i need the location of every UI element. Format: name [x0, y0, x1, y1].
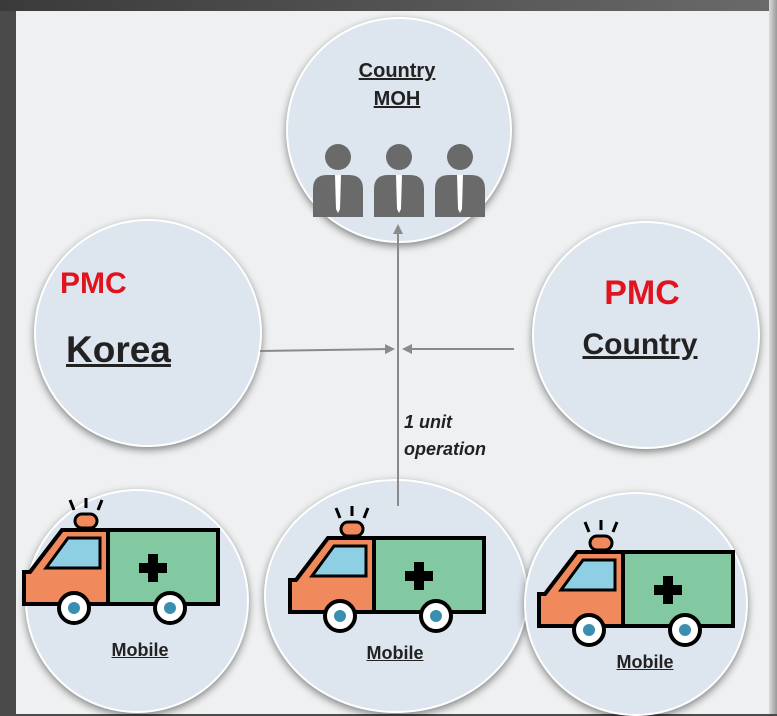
pmc-country-name-label: Country: [582, 328, 698, 361]
person-icon: [374, 144, 424, 217]
mobile-unit-label-3: Mobile: [616, 652, 674, 672]
pmc-country-node: [532, 221, 760, 449]
pmc-korea-org-label: PMC: [60, 267, 127, 300]
moh-label-line1: Country: [358, 60, 436, 82]
ambulance-icon: [22, 496, 220, 625]
ambulance-icon: [537, 518, 735, 647]
arrow-korea-to-line: [259, 344, 395, 355]
top-border: [0, 0, 777, 11]
pmc-korea-node: [34, 219, 262, 447]
right-border: [769, 0, 777, 714]
person-icon: [435, 144, 485, 217]
ambulance-icon: [288, 504, 486, 633]
person-icon: [313, 144, 363, 217]
pmc-korea-name-label: Korea: [66, 329, 171, 370]
edge-label-line1: 1 unit: [404, 412, 452, 432]
edge-label-line2: operation: [404, 439, 487, 459]
pmc-country-org-label: PMC: [604, 274, 680, 312]
moh-label-line2: MOH: [373, 88, 421, 110]
mobile-unit-label-2: Mobile: [366, 643, 424, 663]
mobile-unit-label-1: Mobile: [111, 640, 169, 660]
